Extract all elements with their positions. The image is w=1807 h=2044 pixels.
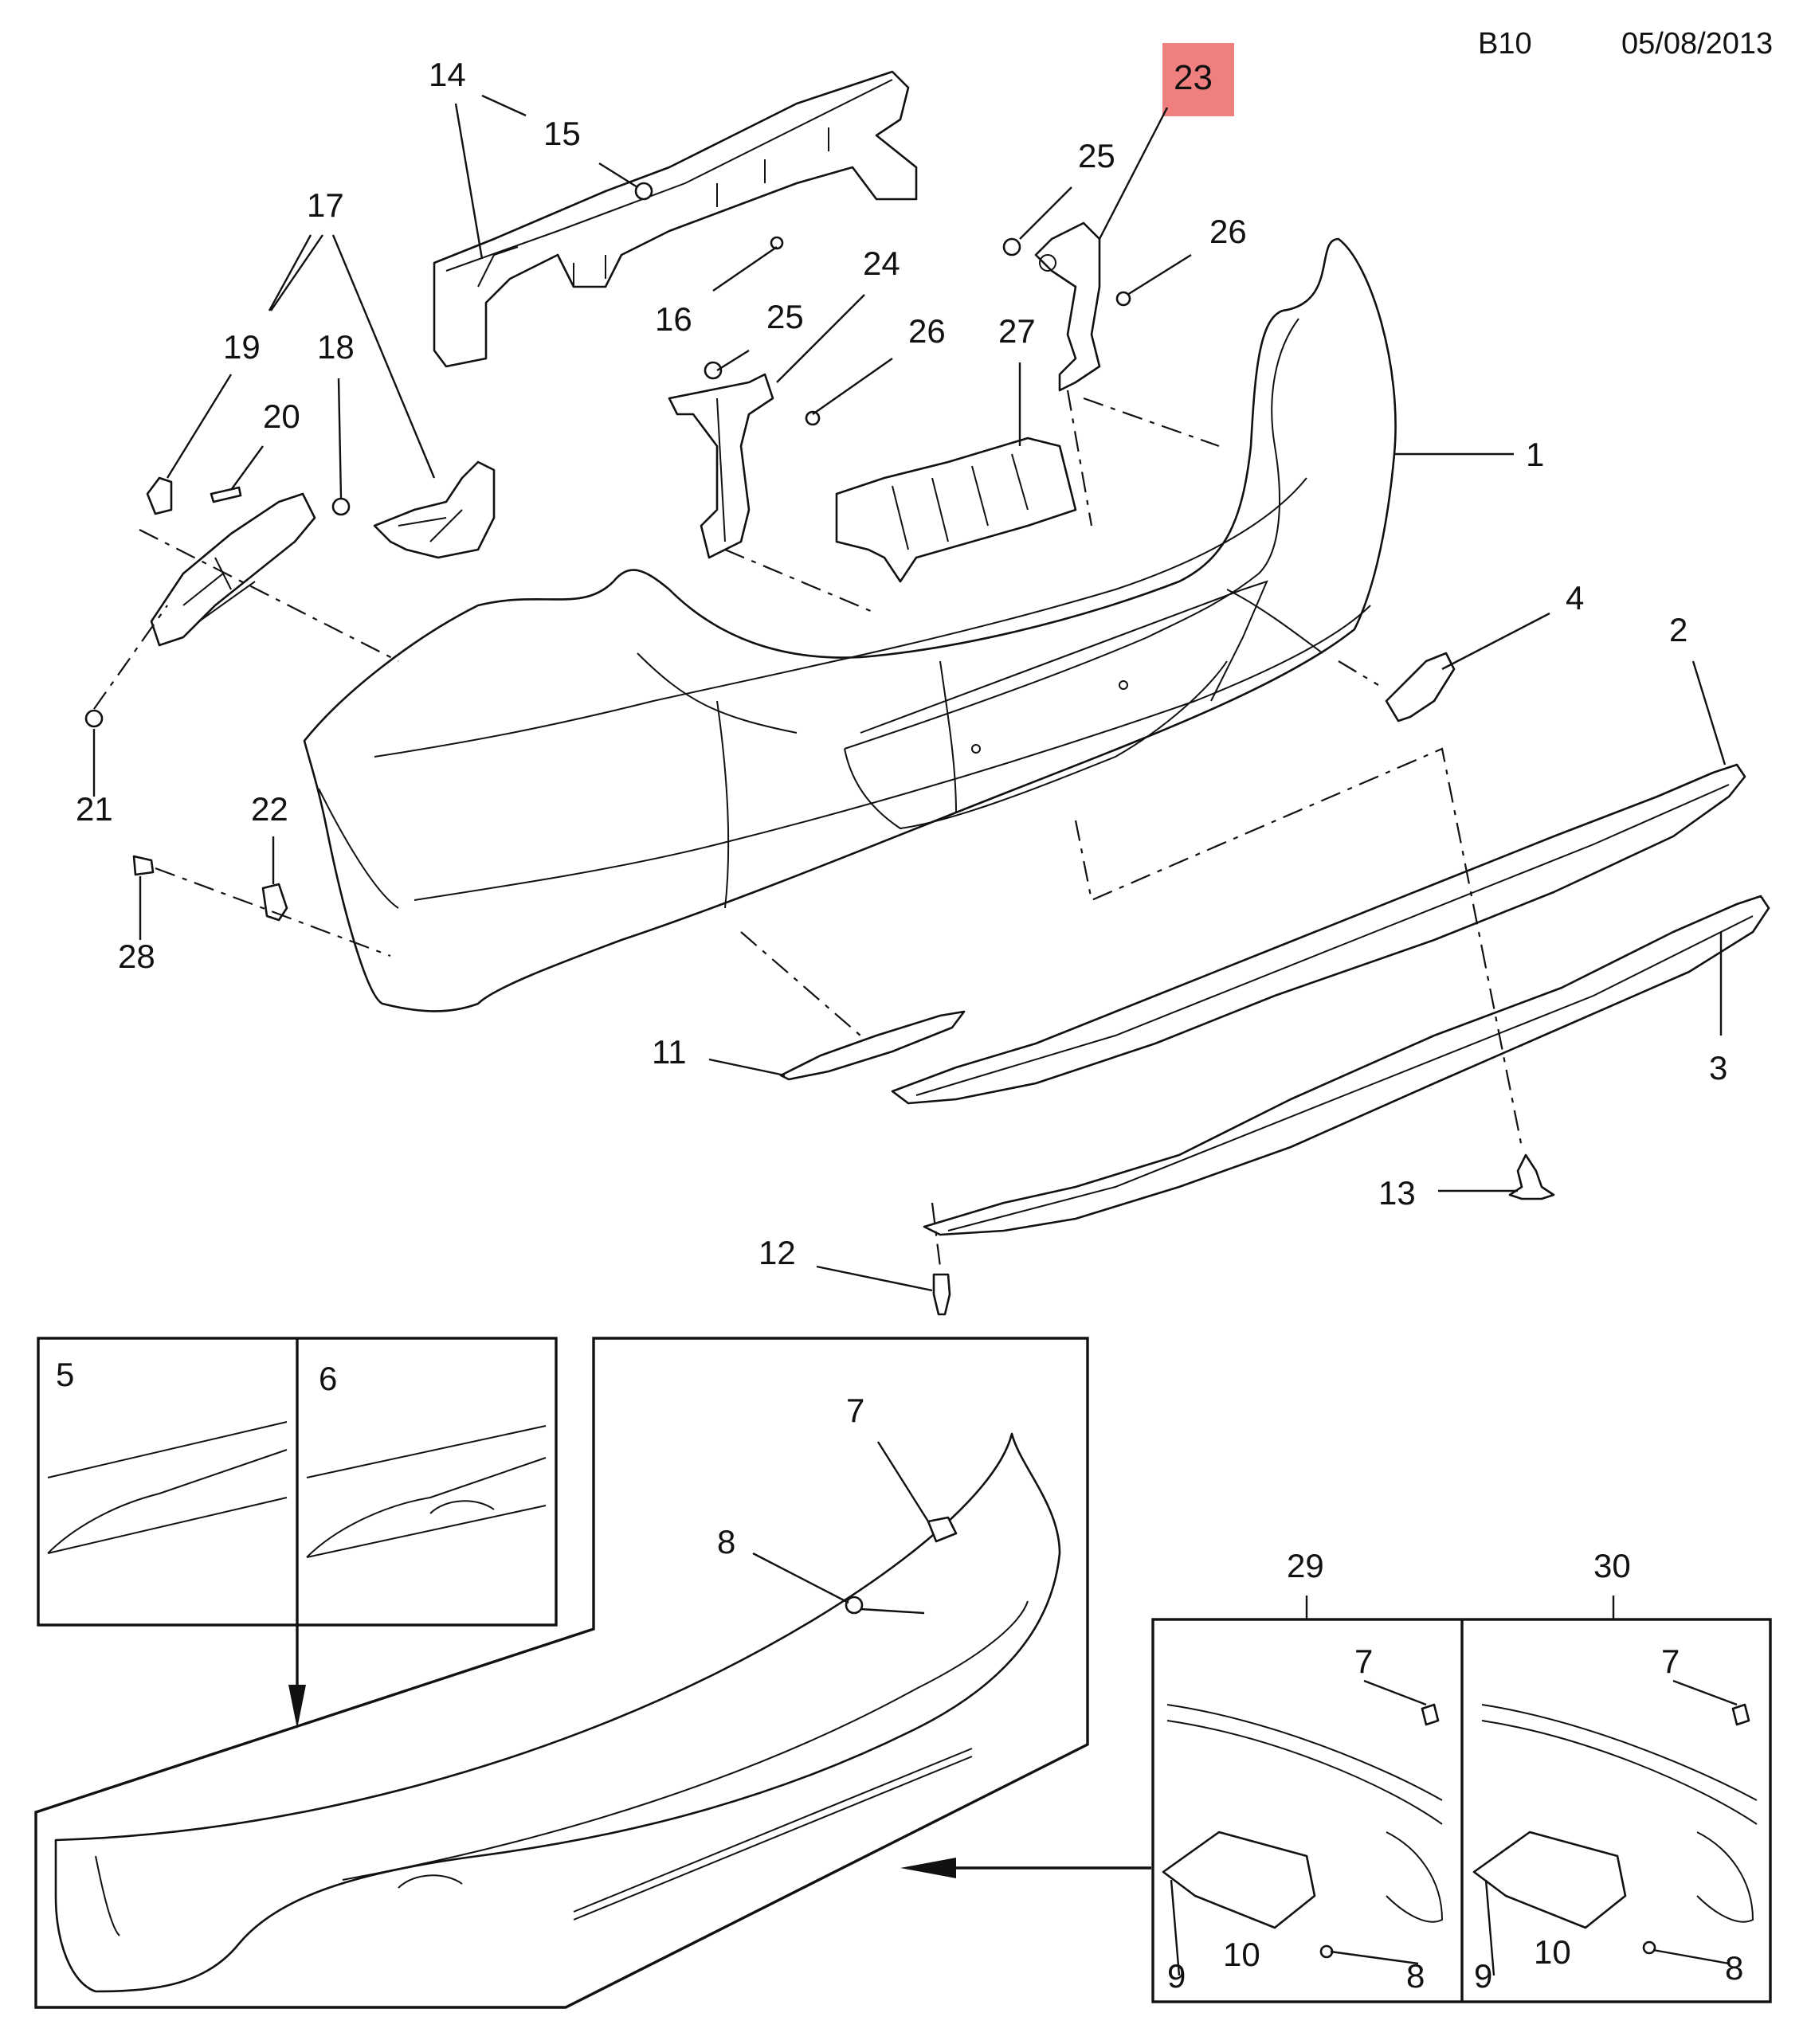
inset-5-6 xyxy=(37,1337,558,1729)
inset-29-30 xyxy=(1151,1596,1772,2003)
callout-27[interactable]: 27 xyxy=(998,312,1036,350)
callout-6[interactable]: 6 xyxy=(319,1360,337,1397)
callout-4[interactable]: 4 xyxy=(1566,579,1584,617)
highlight-box-23[interactable] xyxy=(1162,43,1234,116)
callout-28[interactable]: 28 xyxy=(118,938,155,975)
screw-part-26-right[interactable] xyxy=(1115,291,1131,307)
callout-11[interactable]: 11 xyxy=(652,1033,687,1071)
callout-21[interactable]: 21 xyxy=(76,790,113,828)
screw-part-26-left[interactable] xyxy=(805,410,821,426)
clip-part-13[interactable] xyxy=(1508,1153,1555,1200)
clip-part-22[interactable] xyxy=(261,883,288,922)
callout-10-29[interactable]: 10 xyxy=(1223,1936,1260,1973)
bracket-part-23[interactable] xyxy=(1034,221,1101,392)
callout-19[interactable]: 19 xyxy=(223,328,261,366)
grommet-part-25-left[interactable] xyxy=(704,361,723,380)
callout-30[interactable]: 30 xyxy=(1593,1547,1631,1584)
callout-26-left[interactable]: 26 xyxy=(908,312,946,350)
callout-14[interactable]: 14 xyxy=(429,56,466,93)
callout-2[interactable]: 2 xyxy=(1669,611,1687,648)
leader-lines xyxy=(92,94,1727,1292)
diagram-code: B10 xyxy=(1478,27,1532,61)
clip-part-19[interactable] xyxy=(146,476,173,515)
callout-9-29[interactable]: 9 xyxy=(1167,1957,1186,1995)
lower-trim-part-3[interactable] xyxy=(923,895,1770,1236)
callout-26-right[interactable]: 26 xyxy=(1209,213,1247,250)
bracket-part-17[interactable] xyxy=(150,460,496,647)
callout-1[interactable]: 1 xyxy=(1526,436,1544,473)
callout-5[interactable]: 5 xyxy=(56,1356,74,1393)
callout-22[interactable]: 22 xyxy=(251,790,288,828)
callout-3[interactable]: 3 xyxy=(1709,1049,1727,1087)
callout-7-30[interactable]: 7 xyxy=(1661,1643,1680,1680)
inset-bumper-detail xyxy=(34,1337,1151,2009)
screw-part-20[interactable] xyxy=(210,486,242,503)
callout-8-inset[interactable]: 8 xyxy=(717,1523,735,1560)
callout-17[interactable]: 17 xyxy=(307,186,344,224)
grommet-part-18[interactable] xyxy=(331,497,351,516)
callout-16[interactable]: 16 xyxy=(655,300,692,338)
callout-25-right[interactable]: 25 xyxy=(1078,137,1115,174)
screw-part-28[interactable] xyxy=(132,855,155,876)
callout-labels: 1 2 3 4 5 6 7 7 7 8 8 8 9 9 10 10 11 12 … xyxy=(56,56,1743,1995)
lower-trim-part-2[interactable] xyxy=(891,763,1746,1105)
callout-23[interactable]: 23 xyxy=(1174,58,1213,97)
grommet-part-25-right[interactable] xyxy=(1002,237,1021,256)
bracket-part-24[interactable] xyxy=(668,373,774,559)
grommet-part-15[interactable] xyxy=(634,182,653,201)
callout-7-inset[interactable]: 7 xyxy=(846,1392,864,1429)
callout-18[interactable]: 18 xyxy=(317,328,355,366)
hook-cover-part-4[interactable] xyxy=(1385,652,1456,722)
callout-13[interactable]: 13 xyxy=(1378,1174,1416,1212)
callout-15[interactable]: 15 xyxy=(543,115,581,152)
callout-12[interactable]: 12 xyxy=(758,1234,796,1271)
callout-24[interactable]: 24 xyxy=(863,245,900,282)
callout-29[interactable]: 29 xyxy=(1287,1547,1324,1584)
nut-part-21[interactable] xyxy=(84,709,104,728)
callout-8-29[interactable]: 8 xyxy=(1406,1957,1425,1995)
bracket-part-14[interactable] xyxy=(433,70,918,368)
step-bracket-part-27[interactable] xyxy=(835,437,1077,583)
callout-10-30[interactable]: 10 xyxy=(1534,1933,1571,1971)
assembly-lines xyxy=(93,390,1523,1267)
callout-8-30[interactable]: 8 xyxy=(1725,1949,1743,1987)
callout-7-29[interactable]: 7 xyxy=(1354,1643,1373,1680)
callout-20[interactable]: 20 xyxy=(263,397,300,435)
bumper-cover-part-1[interactable] xyxy=(303,237,1397,1012)
screw-part-12[interactable] xyxy=(932,1273,951,1316)
callout-9-30[interactable]: 9 xyxy=(1474,1957,1492,1995)
callout-25-left[interactable]: 25 xyxy=(766,298,804,335)
trim-part-11[interactable] xyxy=(779,1010,966,1081)
screw-part-16[interactable] xyxy=(770,236,784,250)
diagram-date: 05/08/2013 xyxy=(1621,27,1774,61)
